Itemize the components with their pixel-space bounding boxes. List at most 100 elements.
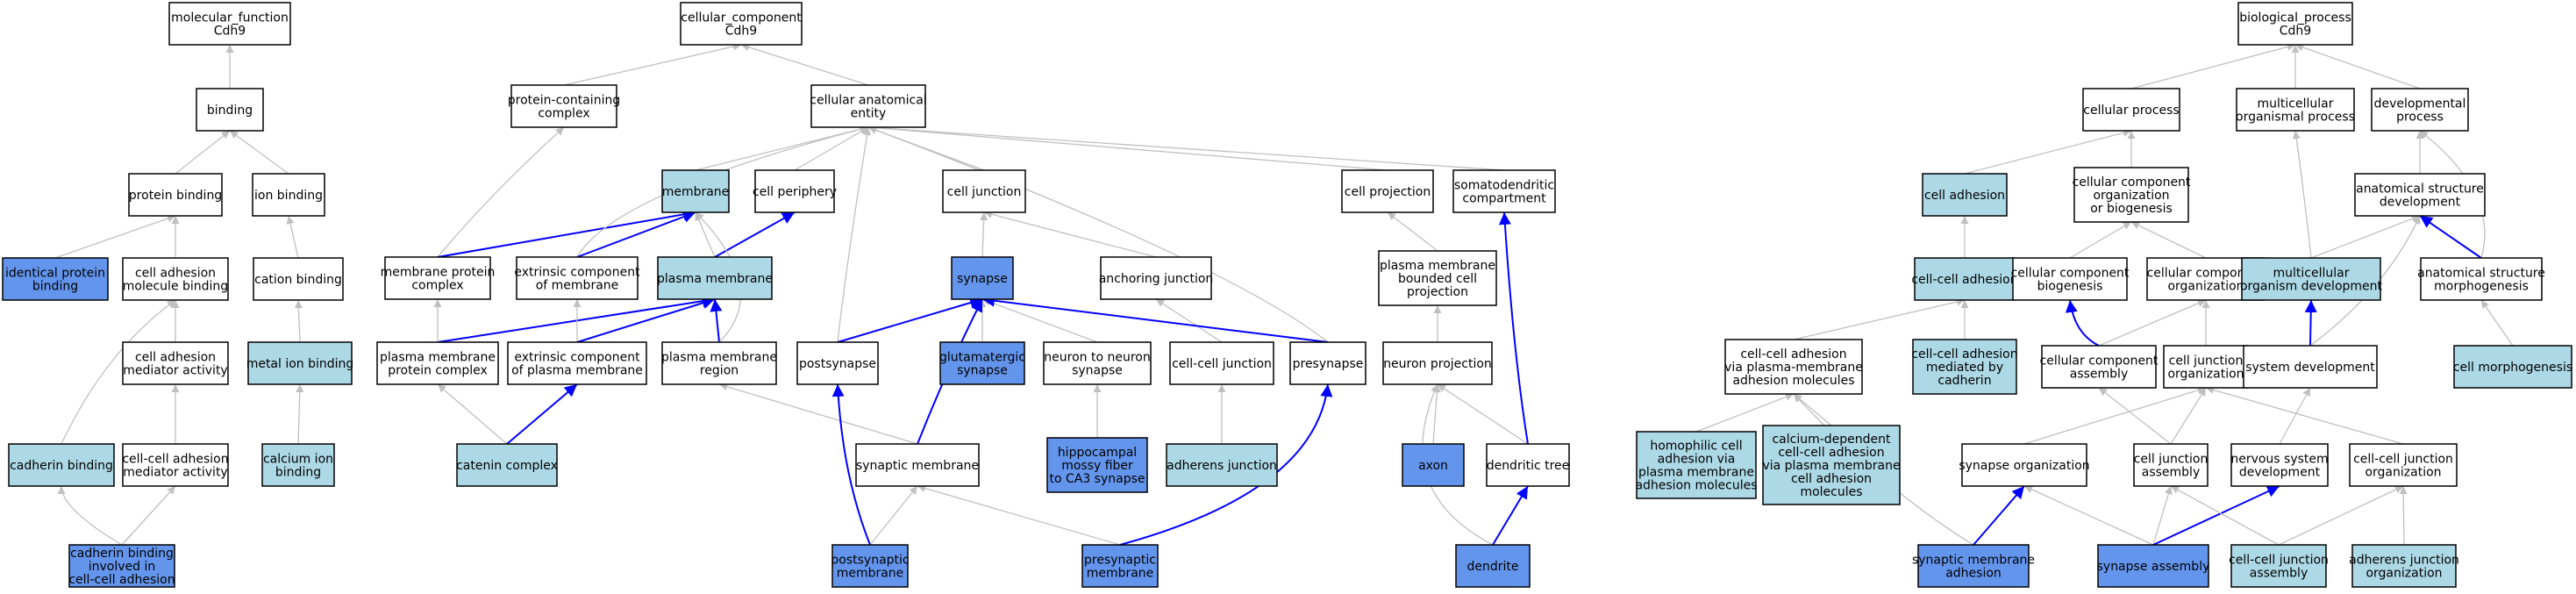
node-cell-projection[interactable]: cell projection	[1341, 169, 1434, 213]
node-box	[661, 169, 730, 213]
node-label: developmental	[2374, 97, 2466, 111]
edge-dendritic-tree-to-neuron-projection	[1437, 383, 1529, 445]
edge-pcc-to-cc	[563, 42, 742, 86]
node-box	[253, 257, 344, 301]
node-ion-binding[interactable]: ion binding	[252, 173, 325, 217]
node-box	[2420, 257, 2543, 301]
node-label: neuron projection	[1383, 357, 1492, 371]
node-neuron-projection[interactable]: neuron projection	[1382, 341, 1493, 385]
edge-metal-ion-binding-to-cation-binding	[294, 299, 303, 343]
node-label: hippocampal	[1058, 446, 1137, 460]
node-postsynapse[interactable]: postsynapse	[796, 341, 879, 385]
edge-dendritic-tree-to-somatodendritic	[1498, 211, 1529, 445]
node-label: adherens junction	[2349, 554, 2459, 568]
edge-ecm-to-membrane	[576, 211, 696, 258]
node-system-development[interactable]: system development	[2243, 345, 2378, 389]
node-presynapse[interactable]: presynapse	[1289, 341, 1366, 385]
node-membrane[interactable]: membrane	[661, 169, 730, 213]
node-anchoring-junction[interactable]: anchoring junction	[1099, 256, 1214, 300]
node-adherens-junction[interactable]: adherens junction	[1166, 443, 1278, 487]
edge-developmental-process-to-bp	[2294, 43, 2421, 89]
node-cc-adhesion[interactable]: cell-cell adhesion	[1911, 257, 2018, 301]
node-dendrite[interactable]: dendrite	[1455, 544, 1531, 588]
node-cell-junction[interactable]: cell junction	[942, 169, 1026, 213]
node-label: cellular component	[2147, 267, 2266, 281]
node-axon[interactable]: axon	[1402, 443, 1465, 487]
node-label: organization	[2093, 189, 2169, 203]
node-plasma-membrane[interactable]: plasma membrane	[657, 256, 773, 300]
node-box	[510, 84, 617, 128]
node-label: cell-cell adhesion	[1911, 273, 2017, 287]
node-cellular-process[interactable]: cellular process	[2082, 88, 2180, 132]
node-label: neuron to neuron	[1044, 351, 1150, 365]
node-label: cadherin binding	[70, 547, 174, 561]
node-catenin-complex[interactable]: catenin complex	[456, 443, 558, 487]
node-protein-binding[interactable]: protein binding	[128, 173, 223, 217]
node-synapse[interactable]: synapse	[951, 256, 1014, 300]
node-binding[interactable]: binding	[196, 88, 264, 132]
node-label: extrinsic component	[514, 266, 640, 280]
node-label: anatomical structure	[2417, 267, 2545, 281]
edge-synapse-organization-to-cj-organization	[2023, 386, 2207, 445]
node-metal-ion-binding[interactable]: metal ion binding	[246, 341, 354, 385]
node-box	[122, 341, 229, 385]
node-cadherin-binding[interactable]: cadherin binding	[8, 443, 115, 487]
node-box	[516, 256, 639, 300]
node-cc-junction[interactable]: cell-cell junction	[1169, 341, 1274, 385]
edge-cj-assembly-to-cc-assembly	[2098, 387, 2172, 445]
node-synaptic-membrane[interactable]: synaptic membrane	[855, 443, 980, 487]
node-dendritic-tree[interactable]: dendritic tree	[1486, 443, 1570, 487]
node-cell-morphogenesis[interactable]: cell morphogenesis	[2453, 345, 2572, 389]
node-synapse-organization[interactable]: synapse organization	[1959, 443, 2090, 487]
node-label: postsynaptic	[831, 554, 909, 568]
node-synapse-assembly[interactable]: synapse assembly	[2097, 544, 2210, 588]
edge-synapse-assembly-to-cj-assembly	[2152, 485, 2173, 546]
node-cell-adhesion[interactable]: cell adhesion	[1922, 173, 2008, 217]
node-cation-binding[interactable]: cation binding	[253, 257, 344, 301]
edge-cellular-process-to-bp	[2130, 42, 2296, 89]
node-cell-periphery[interactable]: cell periphery	[753, 169, 837, 213]
